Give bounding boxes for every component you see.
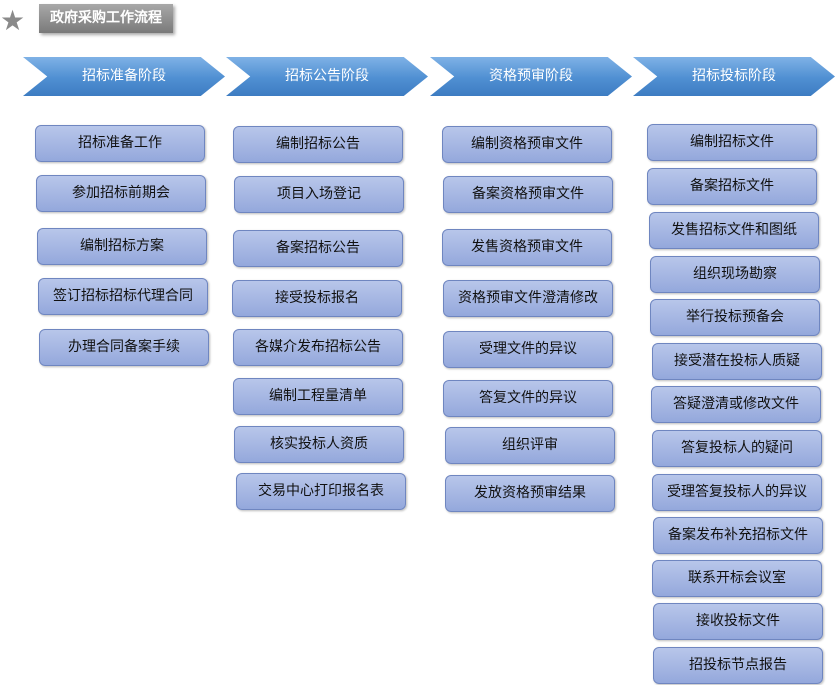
step-box: 核实投标人资质 — [234, 426, 404, 463]
step-box: 参加招标前期会 — [36, 175, 206, 212]
step-box: 受理答复投标人的异议 — [652, 474, 822, 511]
step-box: 联系开标会议室 — [652, 560, 822, 597]
step-box: 备案资格预审文件 — [443, 176, 613, 213]
stage-arrow: 资格预审阶段 — [430, 57, 632, 96]
step-box: 备案招标公告 — [233, 230, 403, 267]
step-box: 发售招标文件和图纸 — [649, 212, 819, 249]
step-box: 受理文件的异议 — [443, 331, 613, 368]
step-box: 接收投标文件 — [653, 603, 823, 640]
step-box: 备案招标文件 — [647, 168, 817, 205]
step-box: 组织评审 — [445, 427, 615, 464]
star-icon: ★ — [0, 4, 26, 37]
step-box: 答复投标人的疑问 — [652, 430, 822, 467]
step-box: 签订招标招标代理合同 — [38, 278, 208, 315]
step-box: 组织现场勘察 — [650, 256, 820, 293]
step-box: 编制资格预审文件 — [442, 126, 612, 163]
step-box: 答疑澄清或修改文件 — [651, 386, 821, 423]
step-box: 接受投标报名 — [232, 280, 402, 317]
step-box: 编制招标方案 — [37, 228, 207, 265]
step-box: 招投标节点报告 — [653, 647, 823, 684]
stage-arrow: 招标投标阶段 — [633, 57, 835, 96]
stage-arrow: 招标公告阶段 — [226, 57, 428, 96]
step-box: 备案发布补充招标文件 — [653, 517, 823, 554]
step-box: 交易中心打印报名表 — [236, 473, 406, 510]
step-box: 资格预审文件澄清修改 — [443, 280, 613, 317]
step-box: 各媒介发布招标公告 — [233, 329, 403, 366]
step-box: 招标准备工作 — [35, 125, 205, 162]
page-title: 政府采购工作流程 — [39, 4, 173, 33]
stage-arrow: 招标准备阶段 — [23, 57, 225, 96]
step-box: 项目入场登记 — [234, 176, 404, 213]
step-box: 办理合同备案手续 — [39, 329, 209, 366]
step-box: 接受潜在投标人质疑 — [652, 343, 822, 380]
step-box: 答复文件的异议 — [443, 380, 613, 417]
step-box: 发售资格预审文件 — [442, 229, 612, 266]
step-box: 编制招标文件 — [647, 124, 817, 161]
step-box: 编制工程量清单 — [233, 378, 403, 415]
step-box: 编制招标公告 — [233, 126, 403, 163]
step-box: 发放资格预审结果 — [445, 475, 615, 512]
step-box: 举行投标预备会 — [650, 299, 820, 336]
